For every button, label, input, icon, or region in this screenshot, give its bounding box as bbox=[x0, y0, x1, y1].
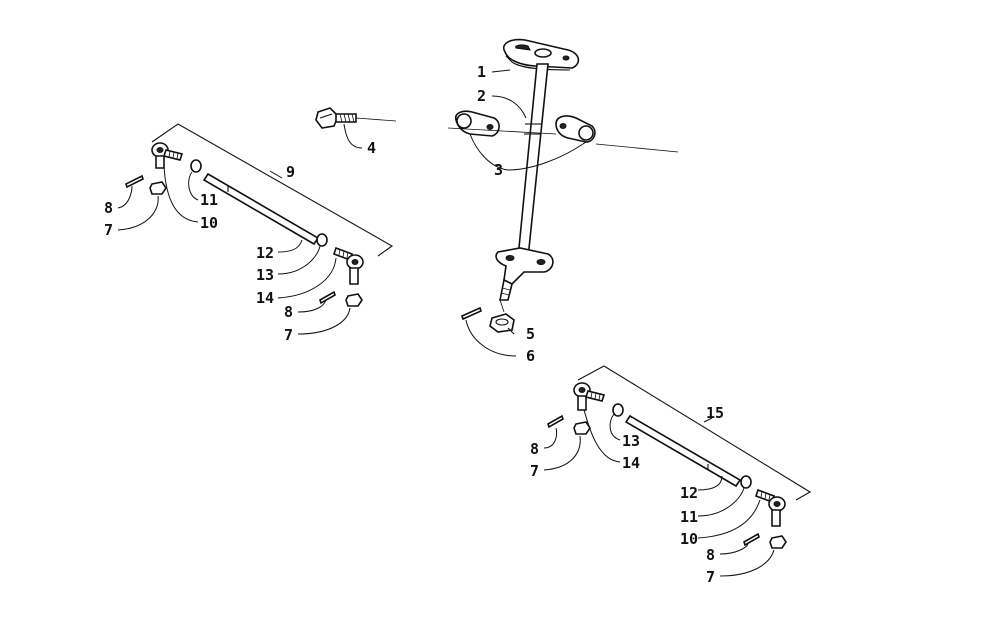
bushing-clamp-left bbox=[454, 110, 500, 137]
steering-post-shaft bbox=[517, 63, 549, 259]
callout-14-right: 14 bbox=[622, 454, 640, 472]
nut-left-a bbox=[149, 181, 167, 195]
right-tie-rod-assembly: 15 8 7 13 14 12 11 10 8 7 bbox=[530, 365, 812, 586]
cotter-pin-right-b bbox=[743, 532, 760, 547]
axis-line-clamps-right bbox=[595, 143, 679, 153]
tie-rod-end-left bbox=[151, 142, 184, 169]
tie-rod-end-right-a bbox=[573, 382, 606, 411]
cotter-pin bbox=[461, 306, 482, 321]
callout-5: 5 bbox=[526, 325, 535, 343]
castle-nut bbox=[489, 313, 515, 333]
cotter-pin-left-a bbox=[125, 174, 144, 189]
callout-11-left: 11 bbox=[200, 191, 218, 209]
callout-8-left-b: 8 bbox=[284, 303, 293, 321]
callout-15: 15 bbox=[706, 404, 724, 422]
tie-rod-end-left-b bbox=[332, 246, 364, 285]
tie-rod-end-right-b bbox=[754, 488, 786, 527]
callout-1: 1 bbox=[477, 63, 486, 81]
nut-right-a bbox=[573, 421, 591, 435]
callout-13-right: 13 bbox=[622, 432, 640, 450]
left-tie-rod-assembly: 9 8 7 11 10 12 13 14 8 7 bbox=[104, 123, 394, 344]
callout-7-right-b: 7 bbox=[706, 568, 715, 586]
cotter-pin-left-b bbox=[319, 290, 336, 305]
callout-9: 9 bbox=[286, 163, 295, 181]
callout-8-right-b: 8 bbox=[706, 546, 715, 564]
callout-11-right: 11 bbox=[680, 508, 698, 526]
jam-nut-right-a bbox=[612, 403, 624, 417]
steering-post-bottom-arm bbox=[495, 247, 554, 301]
callout-8-left-a: 8 bbox=[104, 199, 113, 217]
jam-nut-left-b bbox=[316, 233, 328, 247]
callout-7-right-a: 7 bbox=[530, 462, 539, 480]
callout-7-left-b: 7 bbox=[284, 326, 293, 344]
callout-8-right-a: 8 bbox=[530, 440, 539, 458]
callout-2: 2 bbox=[477, 87, 486, 105]
callout-14-left: 14 bbox=[256, 289, 274, 307]
tie-rod-left bbox=[202, 172, 320, 246]
nut-right-b bbox=[769, 535, 787, 549]
callout-3: 3 bbox=[494, 161, 503, 179]
callout-4: 4 bbox=[367, 139, 376, 157]
callout-12-right: 12 bbox=[680, 484, 698, 502]
nut-left-b bbox=[345, 293, 363, 307]
callout-6: 6 bbox=[526, 347, 535, 365]
tie-rod-right bbox=[624, 414, 742, 488]
callout-10-left: 10 bbox=[200, 214, 218, 232]
steering-post-assembly: 1 2 3 4 5 6 bbox=[315, 38, 679, 365]
axis-line-clamps-left bbox=[447, 127, 557, 135]
callout-7-left-a: 7 bbox=[104, 221, 113, 239]
steering-post-top-plate bbox=[503, 38, 580, 71]
axis-line-bottom bbox=[499, 299, 505, 313]
callout-12-left: 12 bbox=[256, 244, 274, 262]
bushing-clamp-right bbox=[555, 115, 596, 143]
cotter-pin-right-a bbox=[547, 414, 564, 429]
flange-bolt bbox=[315, 107, 357, 129]
jam-nut-right-b bbox=[740, 475, 752, 489]
callout-13-left: 13 bbox=[256, 266, 274, 284]
jam-nut-left-a bbox=[190, 159, 202, 173]
callout-10-right: 10 bbox=[680, 530, 698, 548]
axis-line-bolt bbox=[355, 117, 397, 122]
